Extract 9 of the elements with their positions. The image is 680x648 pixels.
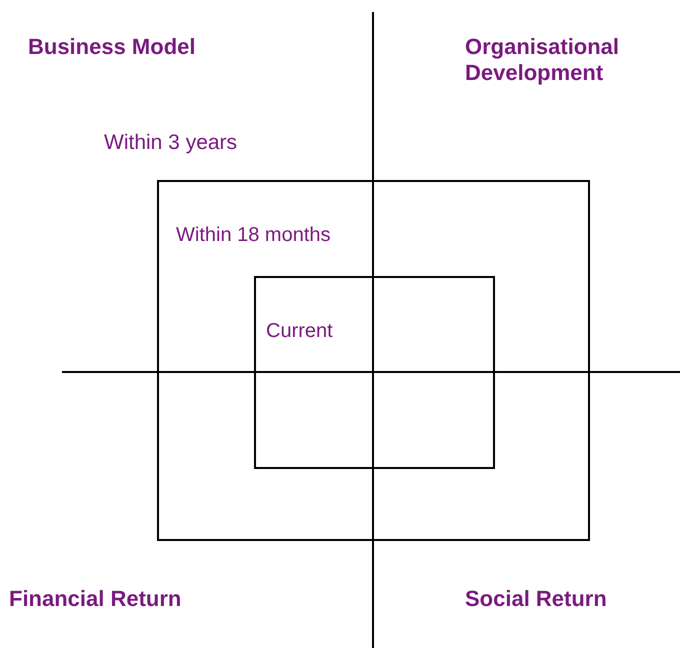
quadrant-label: Business Model	[28, 34, 196, 60]
box-label: Within 18 months	[176, 224, 331, 247]
zone-label: Within 3 years	[104, 130, 238, 156]
square-box	[157, 180, 590, 541]
quadrant-label: Organisational Development	[465, 34, 620, 87]
quadrant-label: Social Return	[465, 586, 607, 612]
square-box	[254, 276, 495, 469]
quadrant-label: Financial Return	[9, 586, 182, 612]
box-label: Current	[266, 320, 333, 343]
